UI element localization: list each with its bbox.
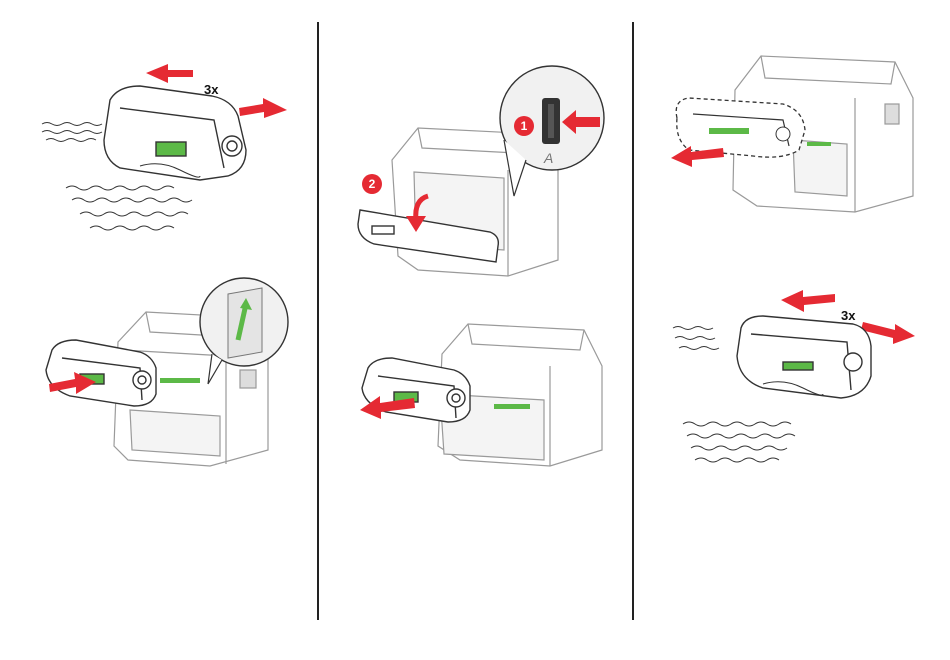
- panel-remove-imaging-unit: [633, 0, 950, 250]
- panel-remove-toner: [318, 300, 632, 500]
- imaging-unit-icon: [676, 98, 805, 157]
- panel-shake-toner: 3x: [0, 0, 317, 260]
- shake-imaging-unit-illustration: [633, 250, 950, 500]
- latch-letter: A: [544, 150, 553, 166]
- cartridge-icon: [104, 86, 246, 180]
- shake-count-label: 3x: [204, 82, 218, 97]
- imaging-unit-icon: [737, 316, 871, 398]
- panel-open-door: 1 2 A: [318, 0, 632, 300]
- step-badge-press-latch: 1: [514, 116, 534, 136]
- insert-toner-illustration: [0, 260, 317, 500]
- arrow-icon: [781, 290, 835, 312]
- arrow-icon: [239, 98, 287, 118]
- shake-toner-illustration: [0, 0, 317, 260]
- panel-shake-imaging-unit: 3x: [633, 250, 950, 500]
- remove-imaging-unit-illustration: [633, 0, 950, 250]
- panel-insert-toner: [0, 260, 317, 500]
- remove-toner-illustration: [318, 300, 632, 500]
- shake-count-label: 3x: [841, 308, 855, 323]
- latch-icon: [542, 98, 560, 144]
- open-door-illustration: [318, 0, 632, 300]
- step-badge-open-door: 2: [362, 174, 382, 194]
- arrow-icon: [146, 64, 193, 83]
